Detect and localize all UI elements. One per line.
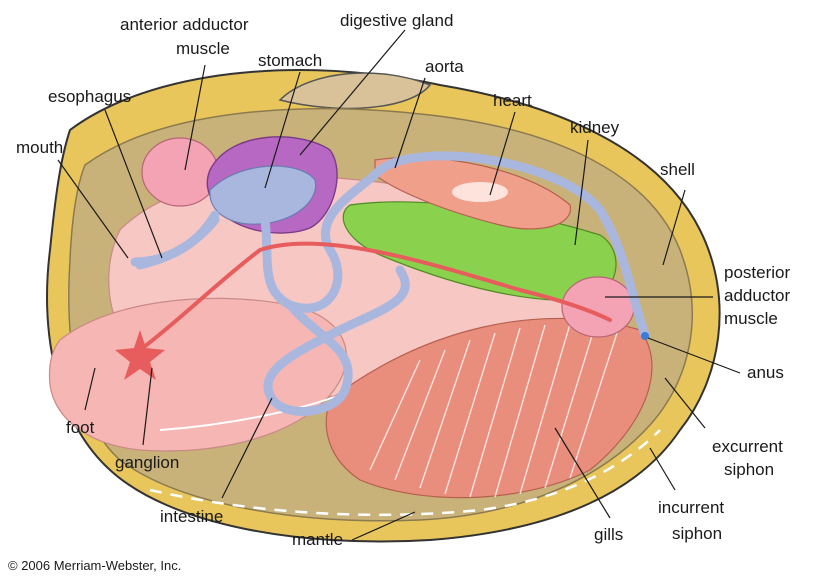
label-excurrent-1: excurrent	[712, 437, 783, 456]
label-esophagus: esophagus	[48, 87, 131, 106]
label-kidney: kidney	[570, 118, 620, 137]
label-incurrent-2: siphon	[672, 524, 722, 543]
label-excurrent-2: siphon	[724, 460, 774, 479]
label-ganglion: ganglion	[115, 453, 179, 472]
label-mouth: mouth	[16, 138, 63, 157]
label-anterior-adductor-2: muscle	[176, 39, 230, 58]
label-intestine: intestine	[160, 507, 223, 526]
label-posterior-adductor-2: adductor	[724, 286, 790, 305]
leader-incurrent	[650, 448, 675, 490]
copyright-notice: © 2006 Merriam-Webster, Inc.	[8, 558, 181, 573]
label-shell: shell	[660, 160, 695, 179]
heart-highlight	[452, 182, 508, 202]
label-posterior-adductor-1: posterior	[724, 263, 790, 282]
label-stomach: stomach	[258, 51, 322, 70]
label-heart: heart	[493, 91, 532, 110]
label-foot: foot	[66, 418, 95, 437]
label-aorta: aorta	[425, 57, 464, 76]
anus-dot	[641, 332, 649, 340]
label-mantle: mantle	[292, 530, 343, 549]
label-anterior-adductor-1: anterior adductor	[120, 15, 249, 34]
label-gills: gills	[594, 525, 623, 544]
label-posterior-adductor-3: muscle	[724, 309, 778, 328]
anterior-adductor-muscle	[142, 138, 218, 206]
label-incurrent-1: incurrent	[658, 498, 724, 517]
label-anus: anus	[747, 363, 784, 382]
label-digestive-gland: digestive gland	[340, 11, 453, 30]
